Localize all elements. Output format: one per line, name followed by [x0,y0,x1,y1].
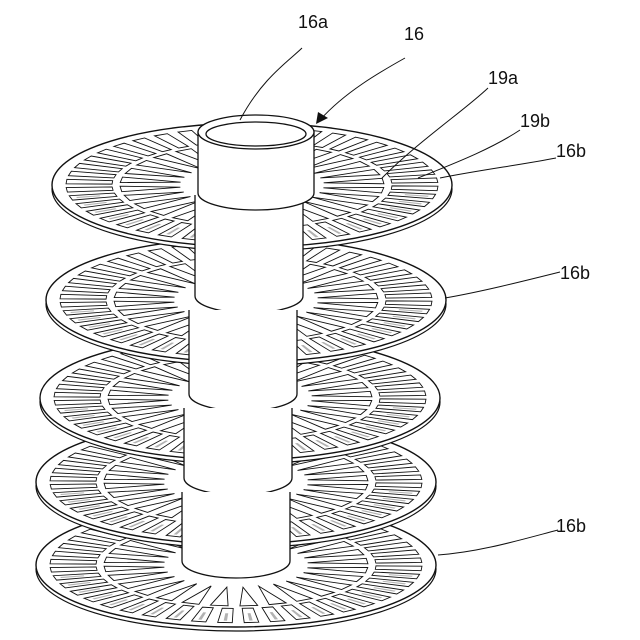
tube-segment [184,408,292,495]
tube-segment [182,492,290,578]
leader-16b-second [445,272,560,298]
leader-16b-top [440,158,556,178]
label-19b: 19b [520,111,550,131]
label-16b-bottom: 16b [556,516,586,536]
label-16b-second: 16b [560,263,590,283]
label-16a: 16a [298,12,329,32]
leader-16b-bottom [438,530,558,555]
label-16: 16 [404,24,424,44]
tube-top-bore [206,122,306,146]
leader-16a [240,48,302,120]
tube-segment [195,195,303,313]
leader-16 [320,58,405,120]
label-16b-top: 16b [556,141,586,161]
tube-segment [189,310,297,411]
label-19a: 19a [488,68,519,88]
